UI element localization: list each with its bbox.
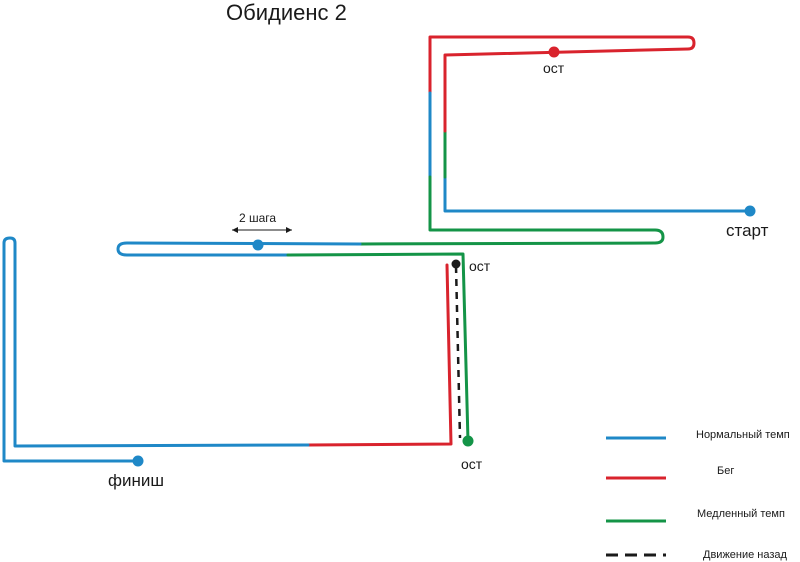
stop-label-bottom: ост bbox=[461, 456, 483, 472]
step-point bbox=[252, 239, 264, 251]
route-run-top-loop bbox=[428, 35, 696, 133]
start-point bbox=[744, 205, 756, 217]
two-steps-indicator bbox=[232, 227, 292, 233]
stop-label-middle: ост bbox=[469, 258, 491, 274]
diagram-title: Обидиенс 2 bbox=[226, 0, 347, 25]
stop-label-top: ост bbox=[543, 60, 565, 76]
two-steps-label: 2 шага bbox=[239, 211, 276, 225]
stop-point-top bbox=[548, 46, 560, 58]
legend-label-normal: Нормальный темп bbox=[696, 429, 790, 441]
stop-point-bottom bbox=[462, 435, 474, 447]
start-label: старт bbox=[726, 221, 769, 240]
stop-point-middle bbox=[451, 259, 461, 269]
route-normal-start bbox=[443, 175, 752, 213]
legend-label-run: Бег bbox=[717, 465, 734, 477]
route-backward-dashed bbox=[454, 265, 462, 439]
legend: Нормальный темп Бег Медленный темп Движе… bbox=[606, 429, 790, 561]
legend-label-back: Движение назад bbox=[703, 549, 788, 561]
route-run-return bbox=[306, 263, 453, 447]
route-normal-long-loop bbox=[116, 241, 362, 257]
finish-label: финиш bbox=[108, 471, 164, 490]
route-slow-middle bbox=[286, 252, 470, 443]
legend-label-slow: Медленный темп bbox=[697, 508, 785, 520]
finish-point bbox=[132, 455, 144, 467]
route-slow-to-loop bbox=[358, 175, 665, 246]
route-normal-finish bbox=[2, 236, 310, 463]
